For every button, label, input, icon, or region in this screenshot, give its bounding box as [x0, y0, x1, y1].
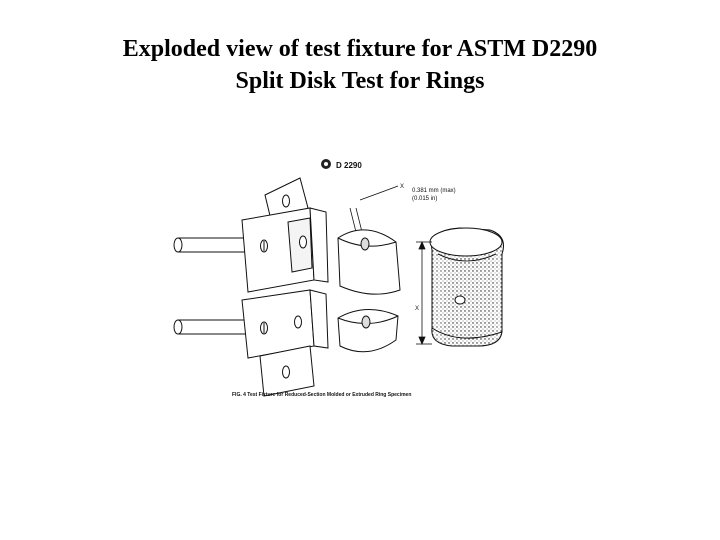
dim-x-ring-label: X [415, 306, 419, 312]
figure-caption: FIG. 4 Test Fixture for Reduced-Section … [232, 392, 411, 398]
fixture-diagram: D 2290 X 0.381 mm (max) (0.015 in) [160, 150, 520, 405]
title-line-2: Split Disk Test for Rings [235, 68, 485, 94]
ring-height-dimension [416, 240, 432, 346]
slide-title: Exploded view of test fixture for ASTM D… [0, 33, 720, 97]
fixture-drawing: D 2290 X 0.381 mm (max) (0.015 in) [173, 159, 504, 398]
standard-label: D 2290 [336, 161, 362, 170]
dimension-leader [349, 185, 399, 233]
title-line-1: Exploded view of test fixture for ASTM D… [122, 36, 598, 62]
ring-specimen [429, 227, 504, 347]
upper-rod [173, 237, 253, 253]
lower-rod [173, 319, 253, 335]
dim-x-label: X [400, 184, 404, 190]
dim-note-in: (0.015 in) [412, 196, 437, 202]
astm-logo-icon [321, 159, 331, 169]
upper-fixture [241, 177, 329, 293]
lower-fixture [241, 289, 329, 397]
lower-half-disk [337, 308, 399, 353]
upper-half-disk [337, 229, 401, 295]
dim-note-mm: 0.381 mm (max) [412, 188, 456, 194]
